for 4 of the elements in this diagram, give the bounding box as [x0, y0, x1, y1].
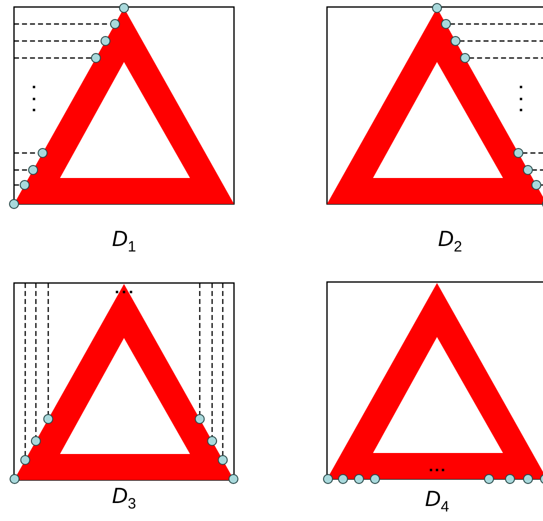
panel-label: D$_{2}$: [438, 228, 462, 254]
panel-label: D$_{3}$: [112, 485, 136, 512]
panel-label: D$_{4}$: [424, 488, 450, 514]
panel-label: D$_{1}$: [112, 228, 136, 254]
